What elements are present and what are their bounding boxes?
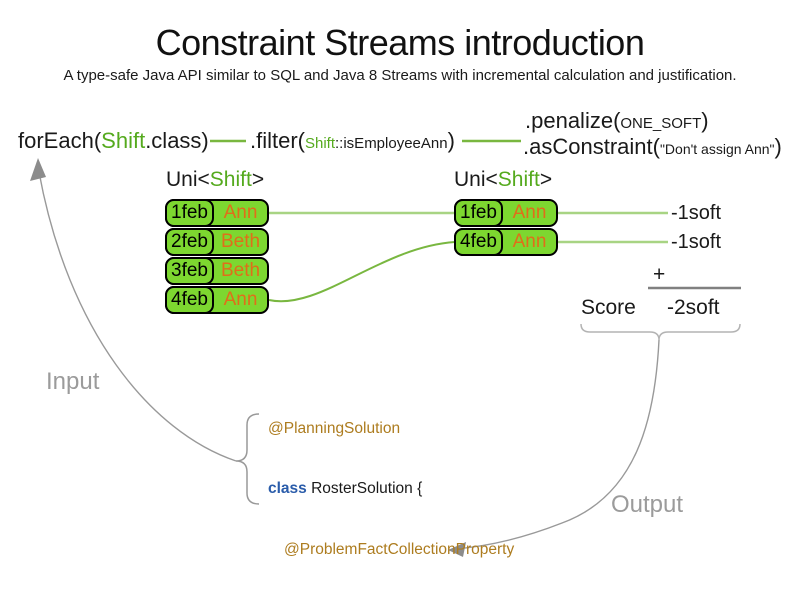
uni-post: >	[251, 168, 265, 191]
shift-employee: Beth	[220, 260, 261, 281]
shift-date: 1feb	[454, 199, 503, 227]
filter-prefix: .filter(	[250, 128, 305, 153]
shift-date: 4feb	[165, 286, 214, 314]
left-stream-type-label: Uni<Shift>	[166, 168, 264, 192]
code-keyword: class	[268, 480, 307, 498]
code-text: RosterSolution {	[306, 480, 423, 498]
uni-arg: Shift	[497, 168, 540, 191]
uni-arg: Shift	[209, 168, 252, 191]
uni-post: >	[539, 168, 553, 191]
shift-row: 1feb Ann	[165, 199, 269, 227]
asconstraint-call: .asConstraint( "Don't assign Ann" )	[523, 134, 782, 160]
shift-employee: Ann	[223, 202, 258, 223]
score-bracket	[580, 323, 741, 341]
page-title: Constraint Streams introduction	[155, 22, 645, 63]
output-label: Output	[611, 491, 684, 518]
left-stream-table: 1feb Ann 2feb Beth 3feb Beth 4feb Ann	[165, 199, 269, 315]
page-subtitle: A type-safe Java API similar to SQL and …	[63, 67, 737, 84]
foreach-arg: Shift	[101, 128, 146, 153]
plus-sign: +	[653, 263, 666, 286]
penalize-call: .penalize( ONE_SOFT )	[525, 108, 709, 134]
code-line: class RosterSolution {	[255, 479, 525, 499]
uni-pre: Uni<	[454, 168, 498, 191]
right-stream-type-label: Uni<Shift>	[454, 168, 552, 192]
right-stream-table: 1feb Ann 4feb Ann	[454, 199, 558, 257]
foreach-call: forEach( Shift .class)	[18, 128, 209, 154]
asconstraint-suffix: )	[774, 134, 782, 159]
score-label: Score	[581, 296, 636, 319]
match-penalty: -1soft	[671, 202, 722, 224]
uni-pre: Uni<	[166, 168, 210, 191]
shift-row: 3feb Beth	[165, 257, 269, 285]
penalize-arg: ONE_SOFT	[620, 115, 702, 132]
code-line: @ProblemFactCollectionProperty	[255, 540, 525, 560]
foreach-prefix: forEach(	[18, 128, 102, 153]
filter-call: .filter( Shift ::isEmployeeAnn )	[250, 128, 455, 154]
shift-row: 4feb Ann	[454, 228, 558, 256]
shift-date: 2feb	[165, 228, 214, 256]
shift-date: 4feb	[454, 228, 503, 256]
shift-row: 2feb Beth	[165, 228, 269, 256]
match-line-4feb	[268, 241, 456, 303]
roster-solution-code: @PlanningSolution class RosterSolution {…	[255, 378, 525, 600]
shift-row: 1feb Ann	[454, 199, 558, 227]
filter-arg-method: ::isEmployeeAnn	[335, 135, 448, 152]
input-label: Input	[46, 368, 100, 395]
shift-employee: Ann	[512, 231, 547, 252]
shift-date: 1feb	[165, 199, 214, 227]
code-annotation: @PlanningSolution	[268, 419, 401, 437]
match-penalty: -1soft	[671, 231, 722, 253]
input-arrowhead-icon	[30, 158, 46, 181]
shift-employee: Beth	[220, 231, 261, 252]
shift-employee: Ann	[223, 289, 258, 310]
foreach-suffix: .class)	[145, 128, 209, 153]
filter-arg-class: Shift	[305, 135, 336, 152]
filter-suffix: )	[447, 128, 455, 153]
code-annotation: @ProblemFactCollectionProperty	[284, 541, 515, 559]
penalize-prefix: .penalize(	[525, 108, 621, 133]
score-total: -2soft	[667, 296, 720, 319]
penalize-suffix: )	[701, 108, 709, 133]
asconstraint-prefix: .asConstraint(	[523, 134, 660, 159]
shift-employee: Ann	[512, 202, 547, 223]
asconstraint-arg: "Don't assign Ann"	[659, 141, 775, 157]
code-line: @PlanningSolution	[255, 419, 525, 439]
shift-row: 4feb Ann	[165, 286, 269, 314]
shift-date: 3feb	[165, 257, 214, 285]
